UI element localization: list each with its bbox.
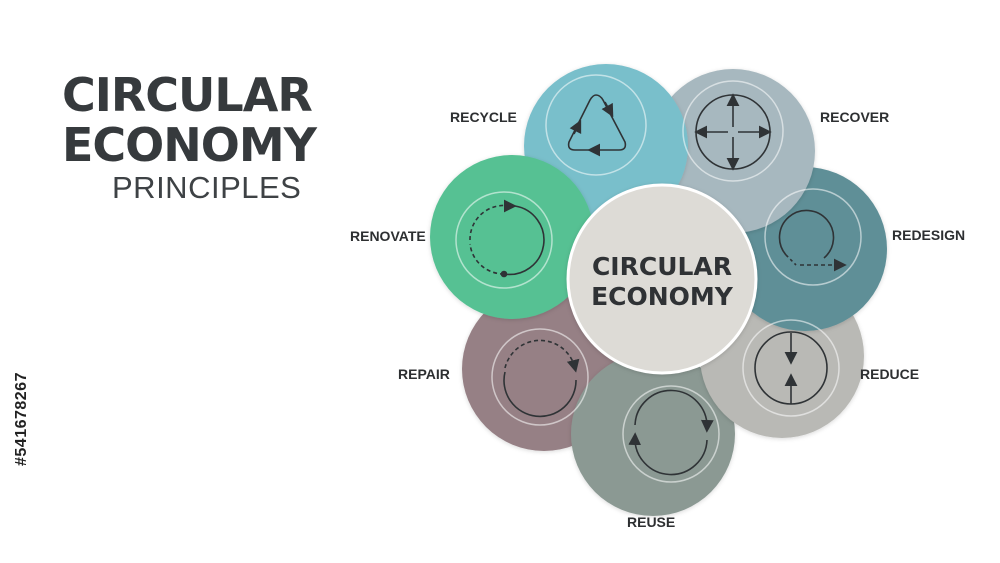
label-reuse: REUSE — [627, 514, 675, 530]
label-reduce: REDUCE — [860, 366, 919, 382]
repair-circle-icon — [503, 339, 580, 418]
petal-circle — [430, 155, 594, 319]
petal-renovate — [430, 155, 594, 319]
center-title-line-1: CIRCULAR — [592, 252, 732, 281]
label-redesign: REDESIGN — [892, 227, 965, 243]
center-circle: CIRCULAR ECONOMY — [566, 183, 758, 375]
label-repair: REPAIR — [398, 366, 450, 382]
reduce-arrows-icon — [754, 331, 828, 405]
label-recycle: RECYCLE — [450, 109, 517, 125]
title-block: CIRCULAR ECONOMY PRINCIPLES — [62, 68, 317, 206]
crosshair-arrows-icon — [694, 93, 772, 171]
petal-circle — [571, 352, 735, 516]
title-subtitle: PRINCIPLES — [112, 170, 302, 205]
title-line-2: ECONOMY — [62, 118, 317, 172]
title-line-1: CIRCULAR — [62, 68, 313, 122]
label-recover: RECOVER — [820, 109, 889, 125]
redesign-circle-icon — [778, 209, 847, 272]
petal-reuse — [571, 352, 735, 516]
reuse-circle-icon — [628, 389, 714, 476]
label-renovate: RENOVATE — [350, 228, 426, 244]
triangle-cycle-icon — [567, 94, 627, 157]
center-circle-shape — [566, 183, 758, 375]
renovate-circle-icon — [469, 199, 545, 278]
center-title-line-2: ECONOMY — [591, 282, 734, 311]
